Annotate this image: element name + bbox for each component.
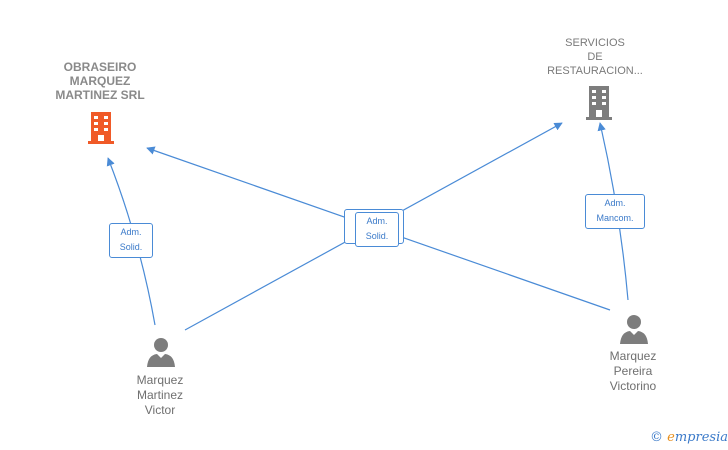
relation-victor-obraseiro[interactable]: Adm. Solid. [109,223,153,258]
relation-victorino-servicios[interactable]: Adm. Mancom. [585,194,645,229]
building-icon[interactable] [583,84,615,120]
relation-role: Adm. [366,216,388,226]
relation-type: Mancom. [596,213,634,223]
company-obraseiro-label[interactable]: OBRASEIRO MARQUEZ MARTINEZ SRL [40,60,160,102]
company-servicios-label[interactable]: SERVICIOS DE RESTAURACION... [535,36,655,78]
brand-name: mpresia [674,430,728,445]
relation-role: Adm. [120,227,142,237]
company-obraseiro-line3: MARTINEZ SRL [55,88,145,102]
person-victorino-line1: Marquez [609,349,657,363]
person-icon[interactable] [619,313,649,345]
company-servicios-line3: RESTAURACION... [547,65,643,77]
person-victor-line3: Victor [144,403,176,417]
company-servicios-line1: SERVICIOS [565,37,625,49]
relation-role: Adm. [604,198,626,208]
person-victor-line2: Martinez [136,388,183,402]
person-victor-label[interactable]: Marquez Martinez Victor [110,373,210,418]
person-victorino-label[interactable]: Marquez Pereira Victorino [583,349,683,394]
company-obraseiro-line1: OBRASEIRO [63,60,137,74]
company-servicios-line2: DE [587,51,603,63]
empresia-logo[interactable]: © empresia [650,430,728,445]
person-victorino-line2: Pereira [613,364,653,378]
company-obraseiro-line2: MARQUEZ [69,74,131,88]
building-icon[interactable] [85,110,117,144]
relation-type: Solid. [119,242,143,252]
brand-e: e [667,430,675,445]
person-icon[interactable] [146,336,176,368]
copyright-symbol: © [650,430,663,445]
person-victor-line1: Marquez [136,373,184,387]
person-victorino-line3: Victorino [609,379,657,393]
relation-type: Solid. [365,231,389,241]
relation-center-front[interactable]: Adm. Solid. [355,212,399,247]
